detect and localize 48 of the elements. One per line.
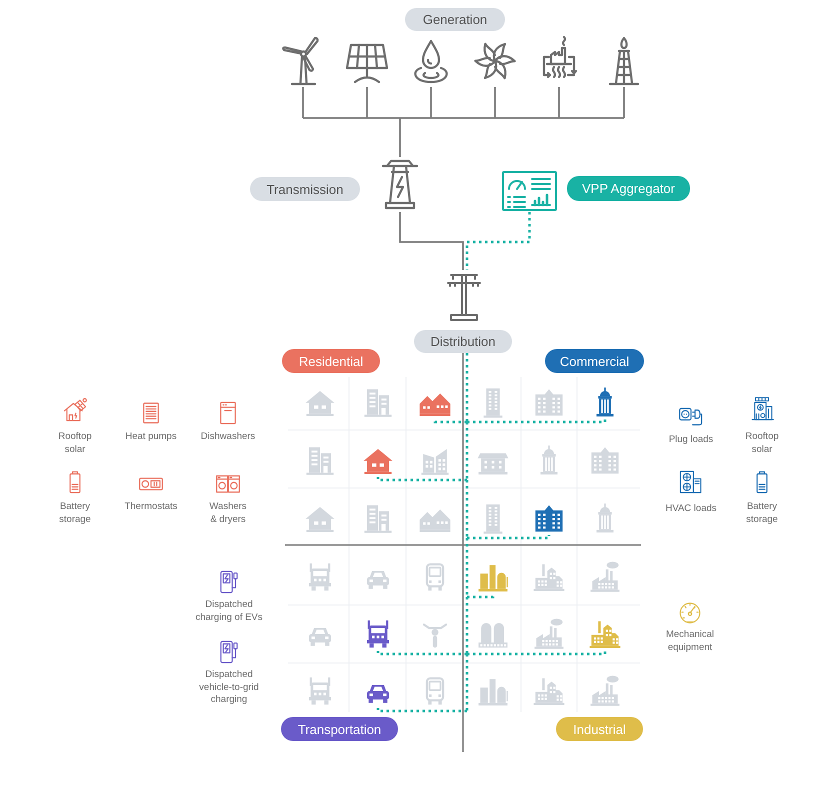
dotted-connector <box>376 477 467 482</box>
device-label: Dispatched charging of EVs <box>194 599 264 624</box>
connector-line <box>623 87 625 118</box>
sector-pill: Residential <box>282 349 380 373</box>
device-label: Mechanical equipment <box>664 629 716 654</box>
transmission-tower-icon <box>380 157 420 212</box>
connector-line <box>495 117 559 119</box>
connector-line <box>494 87 496 118</box>
device-label: Dispatched vehicle-to-grid charging <box>198 669 260 706</box>
connector-line <box>558 87 560 118</box>
connector-line <box>430 87 432 118</box>
dotted-connector <box>467 594 494 598</box>
dotted-connector <box>434 419 467 424</box>
dotted-connector <box>376 708 467 712</box>
device-label: Washers & dryers <box>208 501 248 526</box>
device-label: HVAC loads <box>664 503 718 516</box>
dotted-connector <box>466 422 468 480</box>
connector-line <box>431 117 495 119</box>
connector-line <box>366 87 368 118</box>
dotted-connector <box>467 651 606 656</box>
dotted-connector <box>466 212 531 270</box>
connector-line <box>399 212 464 270</box>
device-label: Battery storage <box>58 501 92 526</box>
device-label: Rooftop solar <box>57 431 93 456</box>
device-label: Dishwashers <box>200 431 256 444</box>
device-label: Heat pumps <box>124 431 178 444</box>
dotted-connector <box>467 419 606 424</box>
device-label: Battery storage <box>745 501 779 526</box>
dotted-connector <box>466 480 468 538</box>
device-label: Rooftop solar <box>744 431 780 456</box>
device-label: Plug loads <box>668 434 714 446</box>
dotted-connector <box>467 535 550 540</box>
dotted-connector <box>466 654 468 711</box>
dotted-connector <box>376 651 467 656</box>
dotted-connector <box>466 597 468 654</box>
sector-pill: Commercial <box>545 349 644 373</box>
stage-pill: Distribution <box>414 330 512 353</box>
aggregator-pill: VPP Aggregator <box>567 176 690 201</box>
dotted-connector <box>466 353 468 422</box>
device-label: Thermostats <box>124 501 178 514</box>
stage-pill: Transmission <box>250 177 360 201</box>
connector-line <box>559 117 624 119</box>
connector-line <box>400 117 431 119</box>
sector-pill: Transportation <box>281 717 398 741</box>
dashboard-icon <box>501 170 558 212</box>
stage-pill: Generation <box>405 8 505 31</box>
sector-pill: Industrial <box>556 717 643 741</box>
dotted-connector <box>466 538 468 597</box>
